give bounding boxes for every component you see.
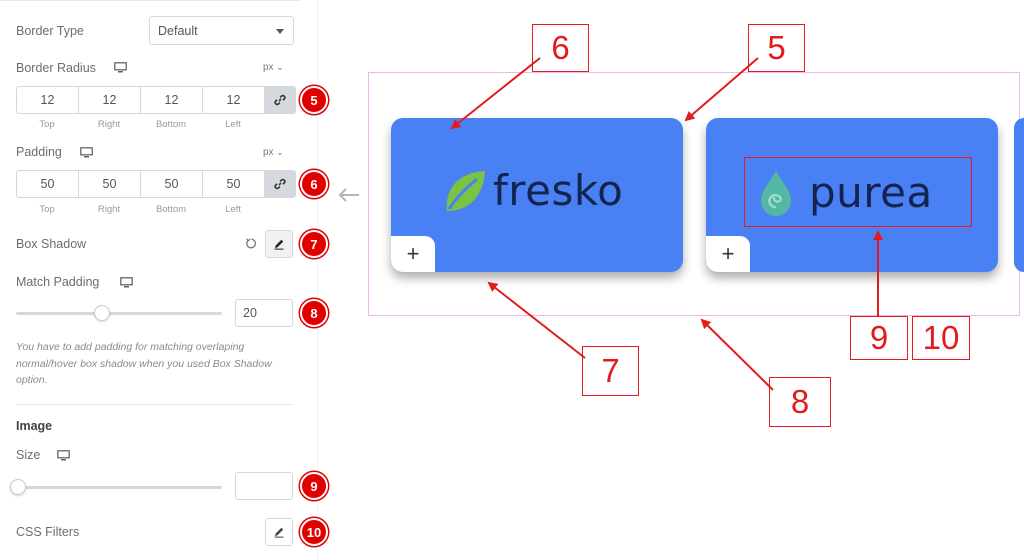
arrow-callout-8	[700, 318, 774, 391]
box-shadow-edit-button[interactable]	[265, 230, 293, 258]
match-padding-slider-track[interactable]	[16, 312, 222, 315]
callout-badge-10: 10	[300, 518, 328, 546]
arrow-callout-7	[487, 281, 586, 359]
border-type-select[interactable]: Default	[149, 16, 294, 45]
callout-9: 9	[850, 316, 908, 360]
match-padding-label: Match Padding	[16, 275, 100, 289]
border-radius-right[interactable]: 12	[79, 87, 141, 113]
plus-icon: +	[721, 241, 735, 266]
callout-badge-6: 6	[300, 170, 328, 198]
image-highlight-box	[744, 157, 972, 227]
pencil-icon	[274, 239, 284, 250]
monitor-icon[interactable]	[80, 147, 93, 158]
border-type-value: Default	[158, 24, 198, 38]
monitor-icon[interactable]	[57, 450, 70, 461]
add-button[interactable]: +	[391, 236, 435, 272]
arrow-callout-6	[450, 57, 541, 130]
link-values-button[interactable]	[265, 87, 295, 113]
logo-card-purea[interactable]: purea +	[706, 118, 998, 272]
match-padding-input[interactable]: 20	[235, 299, 293, 327]
padding-left[interactable]: 50	[203, 171, 265, 197]
padding-right[interactable]: 50	[79, 171, 141, 197]
callout-5: 5	[748, 24, 805, 72]
link-values-button[interactable]	[265, 171, 295, 197]
chevron-down-icon	[276, 29, 284, 34]
size-input[interactable]	[235, 472, 293, 500]
border-radius-unit[interactable]: px ⌄	[263, 62, 284, 73]
border-radius-side-labels: Top Right Bottom Left	[39, 119, 241, 130]
callout-badge-8: 8	[300, 299, 328, 327]
padding-bottom[interactable]: 50	[141, 171, 203, 197]
callout-10: 10	[912, 316, 970, 360]
link-icon	[274, 178, 286, 190]
callout-badge-9: 9	[300, 472, 328, 500]
padding-inputs: 50 50 50 50	[16, 170, 296, 198]
css-filters-label: CSS Filters	[16, 525, 80, 539]
logo-card-fresko[interactable]: fresko +	[391, 118, 683, 272]
add-button[interactable]: +	[706, 236, 750, 272]
section-divider	[16, 404, 294, 405]
logo-card-partial[interactable]	[1014, 118, 1024, 272]
fresko-logo: fresko	[443, 166, 623, 215]
leaf-icon	[446, 170, 485, 211]
padding-label: Padding	[16, 145, 62, 159]
monitor-icon[interactable]	[114, 62, 127, 73]
match-padding-note: You have to add padding for matching ove…	[16, 341, 272, 386]
border-radius-inputs: 12 12 12 12	[16, 86, 296, 114]
callout-6: 6	[532, 24, 589, 72]
callout-8: 8	[769, 377, 831, 427]
size-slider-thumb[interactable]	[10, 479, 26, 495]
border-type-label: Border Type	[16, 24, 84, 38]
padding-side-labels: Top Right Bottom Left	[39, 204, 241, 215]
reset-icon[interactable]	[245, 237, 258, 250]
border-radius-top[interactable]: 12	[17, 87, 79, 113]
match-padding-slider-thumb[interactable]	[94, 305, 111, 321]
pencil-icon	[274, 527, 284, 538]
callout-badge-7: 7	[300, 230, 328, 258]
purea-logo: purea	[757, 168, 933, 217]
padding-top[interactable]: 50	[17, 171, 79, 197]
link-icon	[274, 94, 286, 106]
monitor-icon[interactable]	[120, 277, 133, 288]
css-filters-edit-button[interactable]	[265, 518, 293, 546]
border-radius-bottom[interactable]: 12	[141, 87, 203, 113]
style-settings-panel: Border Type Default Border Radius px ⌄ 1…	[0, 0, 328, 560]
border-radius-label: Border Radius	[16, 61, 96, 75]
top-divider	[0, 0, 300, 1]
box-shadow-label: Box Shadow	[16, 237, 87, 251]
fresko-wordmark: fresko	[493, 166, 624, 215]
callout-7: 7	[582, 346, 639, 396]
arrow-left-icon[interactable]	[337, 187, 361, 203]
water-drop-icon	[761, 170, 791, 216]
purea-wordmark: purea	[809, 168, 933, 217]
size-slider-track[interactable]	[16, 486, 222, 489]
arrow-callout-5	[684, 57, 759, 122]
plus-icon: +	[406, 241, 420, 266]
padding-unit[interactable]: px ⌄	[263, 147, 284, 158]
callout-badge-5: 5	[300, 86, 328, 114]
border-radius-left[interactable]: 12	[203, 87, 265, 113]
image-section-title: Image	[16, 419, 53, 433]
size-label: Size	[16, 448, 41, 462]
